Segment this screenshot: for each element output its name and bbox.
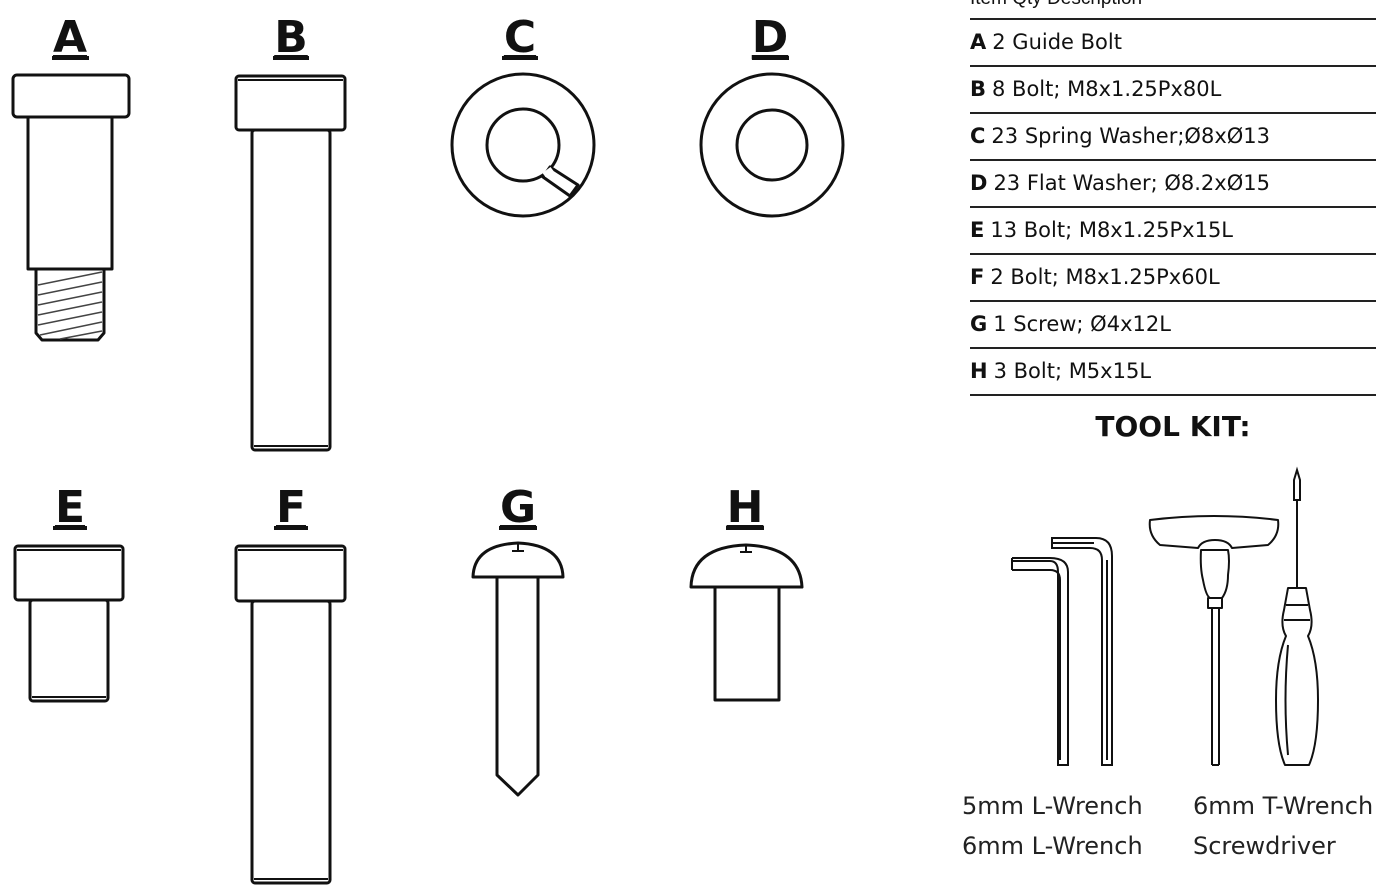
tool-label-screwdriver: Screwdriver bbox=[1193, 832, 1336, 860]
bolt-f-drawing bbox=[234, 544, 347, 885]
part-label-a: A bbox=[53, 12, 87, 63]
row-item: E bbox=[970, 218, 985, 242]
l-wrench-5mm-icon bbox=[1011, 557, 1069, 766]
tool-label-6mm-t-wrench: 6mm T-Wrench bbox=[1193, 792, 1374, 820]
tool-kit-title: TOOL KIT: bbox=[1095, 410, 1251, 443]
screw-g-drawing bbox=[471, 541, 565, 797]
part-label-f: F bbox=[276, 482, 306, 533]
row-text: 2 Guide Bolt bbox=[992, 30, 1122, 54]
bolt-b-drawing bbox=[234, 74, 347, 452]
parts-list-header: Item Qty Description bbox=[970, 0, 1376, 20]
row-text: 2 Bolt; M8x1.25Px60L bbox=[990, 265, 1220, 289]
part-label-c: C bbox=[504, 12, 536, 63]
tool-label-5mm-l-wrench: 5mm L-Wrench bbox=[962, 792, 1143, 820]
row-item: H bbox=[970, 359, 988, 383]
l-wrench-6mm-icon bbox=[1051, 537, 1113, 766]
row-text: 3 Bolt; M5x15L bbox=[993, 359, 1152, 383]
row-text: 13 Bolt; M8x1.25Px15L bbox=[990, 218, 1234, 242]
bolt-h-drawing bbox=[689, 543, 804, 702]
part-label-d: D bbox=[752, 12, 789, 63]
row-item: F bbox=[970, 265, 985, 289]
row-text: 23 Flat Washer; Ø8.2xØ15 bbox=[993, 171, 1270, 195]
row-item: D bbox=[970, 171, 988, 195]
t-wrench-6mm-icon bbox=[1148, 515, 1280, 766]
tool-label-6mm-l-wrench: 6mm L-Wrench bbox=[962, 832, 1143, 860]
screwdriver-icon bbox=[1275, 466, 1319, 766]
row-item: G bbox=[970, 312, 988, 336]
part-label-b: B bbox=[274, 12, 308, 63]
part-label-g: G bbox=[500, 482, 536, 533]
row-text: 1 Screw; Ø4x12L bbox=[993, 312, 1171, 336]
row-text: 23 Spring Washer;Ø8xØ13 bbox=[991, 124, 1270, 148]
guide-bolt-a-drawing bbox=[11, 73, 131, 342]
part-label-e: E bbox=[55, 482, 85, 533]
row-text: 8 Bolt; M8x1.25Px80L bbox=[992, 77, 1222, 101]
spring-washer-c-drawing bbox=[450, 72, 596, 218]
parts-list-table: Item Qty Description A2 Guide Bolt B8 Bo… bbox=[970, 0, 1376, 396]
flat-washer-d-drawing bbox=[699, 72, 845, 218]
part-label-h: H bbox=[727, 482, 764, 533]
bolt-e-drawing bbox=[13, 544, 125, 703]
row-item: A bbox=[970, 30, 987, 54]
row-item: C bbox=[970, 124, 986, 148]
row-item: B bbox=[970, 77, 987, 101]
